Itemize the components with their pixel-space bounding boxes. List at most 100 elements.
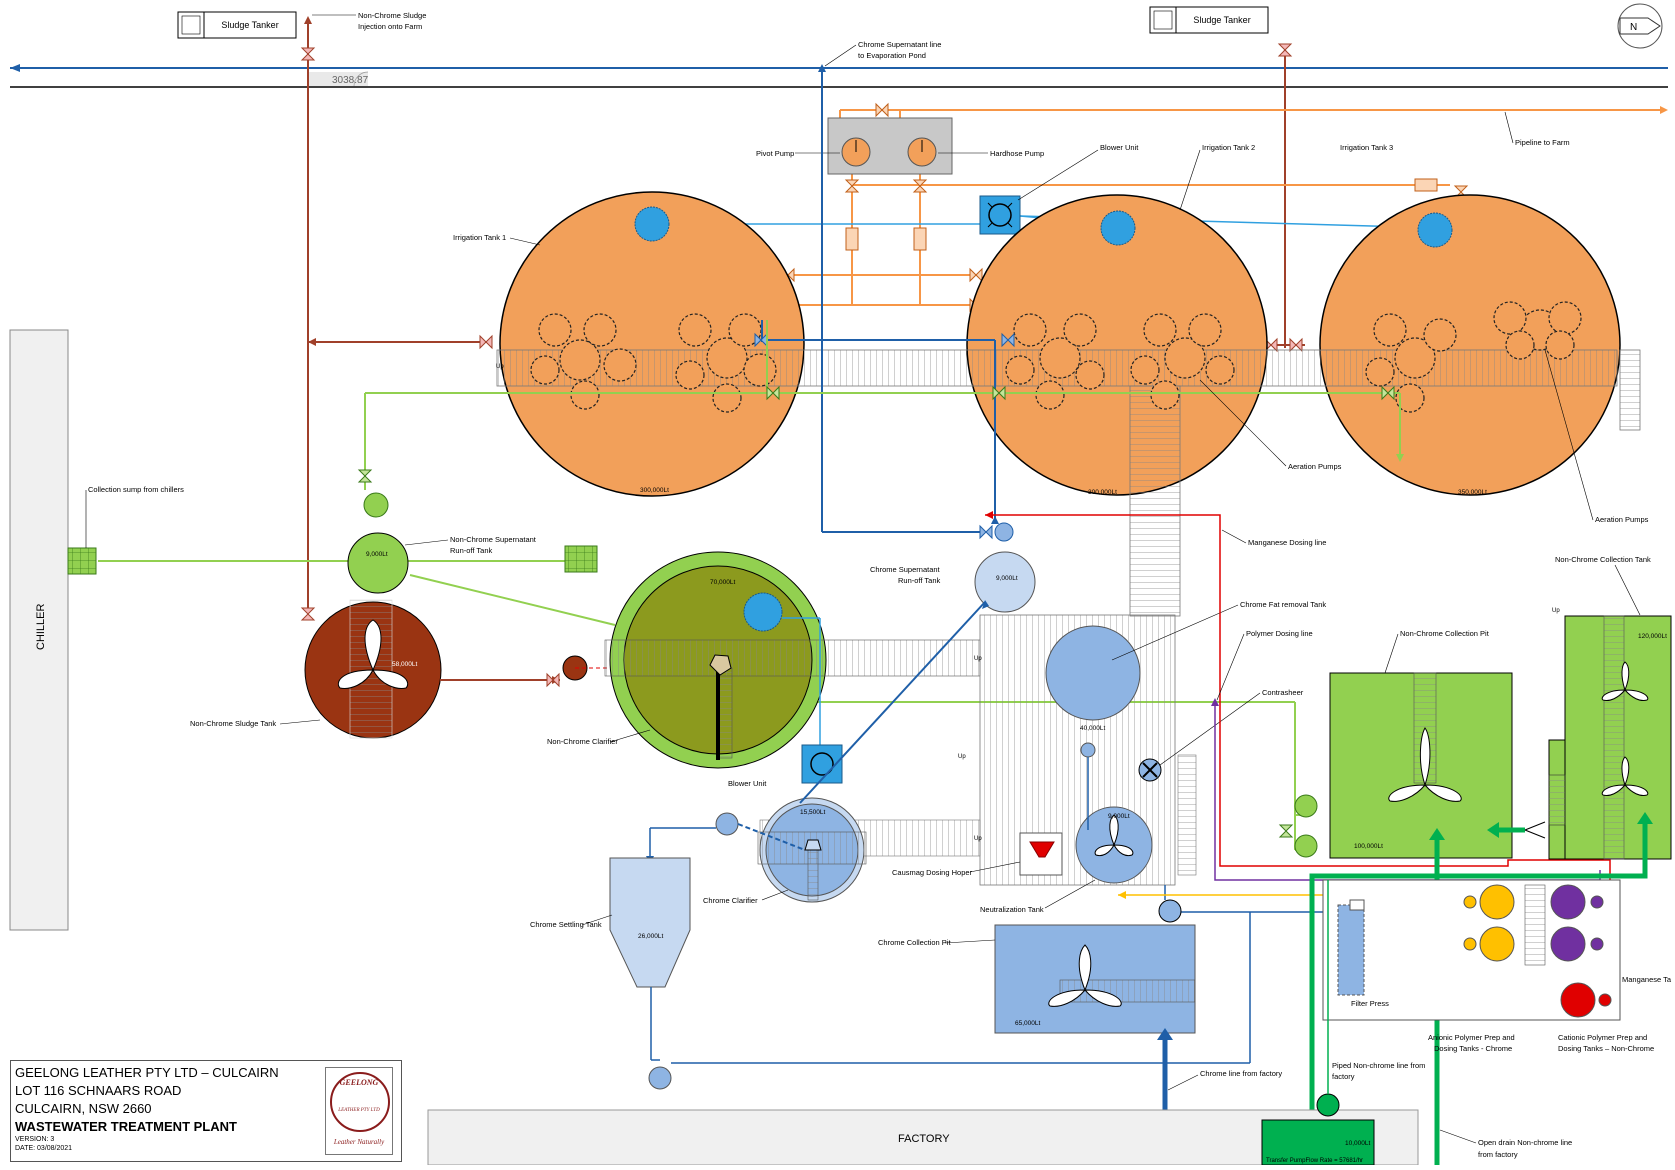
transfer-pump-label: Transfer PumpFlow Rate = 57681/hr: [1266, 1158, 1363, 1164]
valve-icon[interactable]: [979, 524, 993, 540]
capacity-label: 350,000Lt: [1458, 489, 1487, 496]
anionic-tank[interactable]: [1479, 926, 1515, 962]
anionic-tank[interactable]: [1479, 884, 1515, 920]
dimension-label: 3038.87: [332, 75, 369, 86]
strainer-icon: [913, 227, 927, 251]
chrome-supernatant-tank[interactable]: [974, 551, 1036, 613]
valve-icon[interactable]: [1277, 43, 1293, 57]
cationic-tank[interactable]: [1550, 926, 1586, 962]
aeration-pumps: [530, 301, 1582, 413]
chrome-supernatant-line-label: Chrome Supernatant line: [858, 40, 941, 49]
sludge-tanker-label: Sludge Tanker: [1193, 15, 1250, 25]
manganese-tank[interactable]: [1560, 982, 1596, 1018]
stairs: [1619, 349, 1641, 431]
valve-icon[interactable]: [844, 179, 860, 193]
non-chrome-supernatant-tank[interactable]: [347, 532, 409, 594]
irrigation-tank-2[interactable]: [966, 194, 1268, 496]
pump-icon[interactable]: [1158, 899, 1182, 923]
collection-sump: [67, 547, 97, 575]
valve-icon[interactable]: [1278, 824, 1294, 838]
blower-unit-label-top: Blower Unit: [1100, 143, 1139, 152]
capacity-label: 10,000Lt: [1345, 1140, 1370, 1147]
valve-icon[interactable]: [1001, 332, 1015, 348]
nc-sludge-injection-label: Non-Chrome Sludge: [358, 11, 426, 20]
piped-nc-label-2: factory: [1332, 1072, 1355, 1081]
north-label: N: [1630, 22, 1637, 33]
valve-icon[interactable]: [875, 102, 889, 118]
capacity-label: 40,000Lt: [1080, 725, 1105, 732]
chrome-clarifier-label: Chrome Clarifier: [703, 896, 758, 905]
valve-icon[interactable]: [357, 469, 373, 483]
irrigation-tank-3-label: Irrigation Tank 3: [1340, 143, 1393, 152]
piped-nc-label: Piped Non-chrome line from: [1332, 1061, 1425, 1070]
blower-unit-label-bottom: Blower Unit: [728, 779, 767, 788]
chiller: [9, 329, 69, 931]
nc-collection-pit-label: Non-Chrome Collection Pit: [1400, 629, 1490, 638]
irrigation-tank-2-label: Irrigation Tank 2: [1202, 143, 1255, 152]
capacity-label: 9,000Lt: [1108, 813, 1130, 820]
strainer-icon: [845, 227, 859, 251]
chrome-collection-pit-label: Chrome Collection Pit: [878, 938, 951, 947]
irrigation-pipework: [775, 109, 1660, 306]
factory-label: FACTORY: [898, 1133, 950, 1145]
cationic-label-2: Dosing Tanks – Non-Chrome: [1558, 1044, 1654, 1053]
pump-icon[interactable]: [715, 812, 739, 836]
irrigation-tank-3[interactable]: [1319, 194, 1621, 496]
version: VERSION: 3: [15, 1136, 55, 1143]
capacity-label: 9,000Lt: [366, 551, 388, 558]
date: DATE: 03/08/2021: [15, 1145, 73, 1152]
filter-press-label: Filter Press: [1351, 999, 1389, 1008]
non-chrome-supernatant-line: [98, 320, 1401, 851]
up-marker: Up: [974, 836, 982, 842]
irrigation-tank-1-label: Irrigation Tank 1: [453, 233, 506, 242]
nc-sludge-injection-label-2: Injection onto Farm: [358, 22, 422, 31]
strainer-icon: [1414, 178, 1438, 192]
valve-icon[interactable]: [1381, 385, 1395, 401]
valve-icon[interactable]: [300, 607, 316, 621]
chrome-collection-pit[interactable]: [994, 924, 1196, 1034]
capacity-label: 15,500Lt: [800, 809, 825, 816]
valve-icon[interactable]: [912, 179, 928, 193]
valve-icon[interactable]: [479, 334, 493, 350]
chrome-settling-tank[interactable]: [609, 857, 691, 988]
pump-icon[interactable]: [648, 1066, 672, 1090]
hardhose-pump-label: Hardhose Pump: [990, 149, 1044, 158]
up-marker: Up: [974, 656, 982, 662]
pump-icon[interactable]: [1294, 794, 1318, 818]
chiller-label: CHILLER: [35, 603, 47, 650]
anionic-label-2: Dosing Tanks - Chrome: [1434, 1044, 1512, 1053]
address-line-2: CULCAIRN, NSW 2660: [15, 1101, 152, 1116]
nc-supernatant-label: Non-Chrome Supernatant: [450, 535, 537, 544]
valve-icon[interactable]: [546, 672, 560, 688]
capacity-label: 300,000Lt: [1088, 489, 1117, 496]
company-name: GEELONG LEATHER PTY LTD – CULCAIRN: [15, 1065, 279, 1080]
chrome-factory-line-label: Chrome line from factory: [1200, 1069, 1282, 1078]
valve-icon[interactable]: [969, 267, 983, 283]
north-arrow: N: [1617, 3, 1663, 49]
distribution-box: [564, 545, 598, 573]
nc-sludge-tank-label: Non-Chrome Sludge Tank: [190, 719, 276, 728]
valve-icon[interactable]: [300, 47, 316, 61]
cationic-tank[interactable]: [1550, 884, 1586, 920]
valve-icon[interactable]: [1289, 337, 1303, 353]
pump-icon[interactable]: [1294, 834, 1318, 858]
fat-removal-label: Chrome Fat removal Tank: [1240, 600, 1326, 609]
contrasheer-label: Contrasheer: [1262, 688, 1304, 697]
transfer-pump[interactable]: [1316, 1093, 1340, 1117]
filter-press[interactable]: [1337, 904, 1365, 996]
valve-icon[interactable]: [766, 385, 780, 401]
polymer-line-label: Polymer Dosing line: [1246, 629, 1313, 638]
valve-icon[interactable]: [992, 385, 1006, 401]
door-arc: [353, 71, 369, 87]
chrome-supernatant-label-2: Run-off Tank: [898, 576, 940, 585]
logo-text-side: LEATHER PTY LTD: [338, 1108, 380, 1113]
blower-unit-top[interactable]: [979, 195, 1021, 235]
aerator-icon: [1417, 212, 1453, 248]
capacity-label: 300,000Lt: [640, 487, 669, 494]
chrome-fat-removal-tank[interactable]: [1045, 625, 1141, 721]
pump-icon[interactable]: [994, 522, 1014, 542]
irrigation-tank-1[interactable]: [499, 191, 805, 497]
pump-icon[interactable]: [363, 492, 389, 518]
sludge-tanker-label: Sludge Tanker: [221, 20, 278, 30]
